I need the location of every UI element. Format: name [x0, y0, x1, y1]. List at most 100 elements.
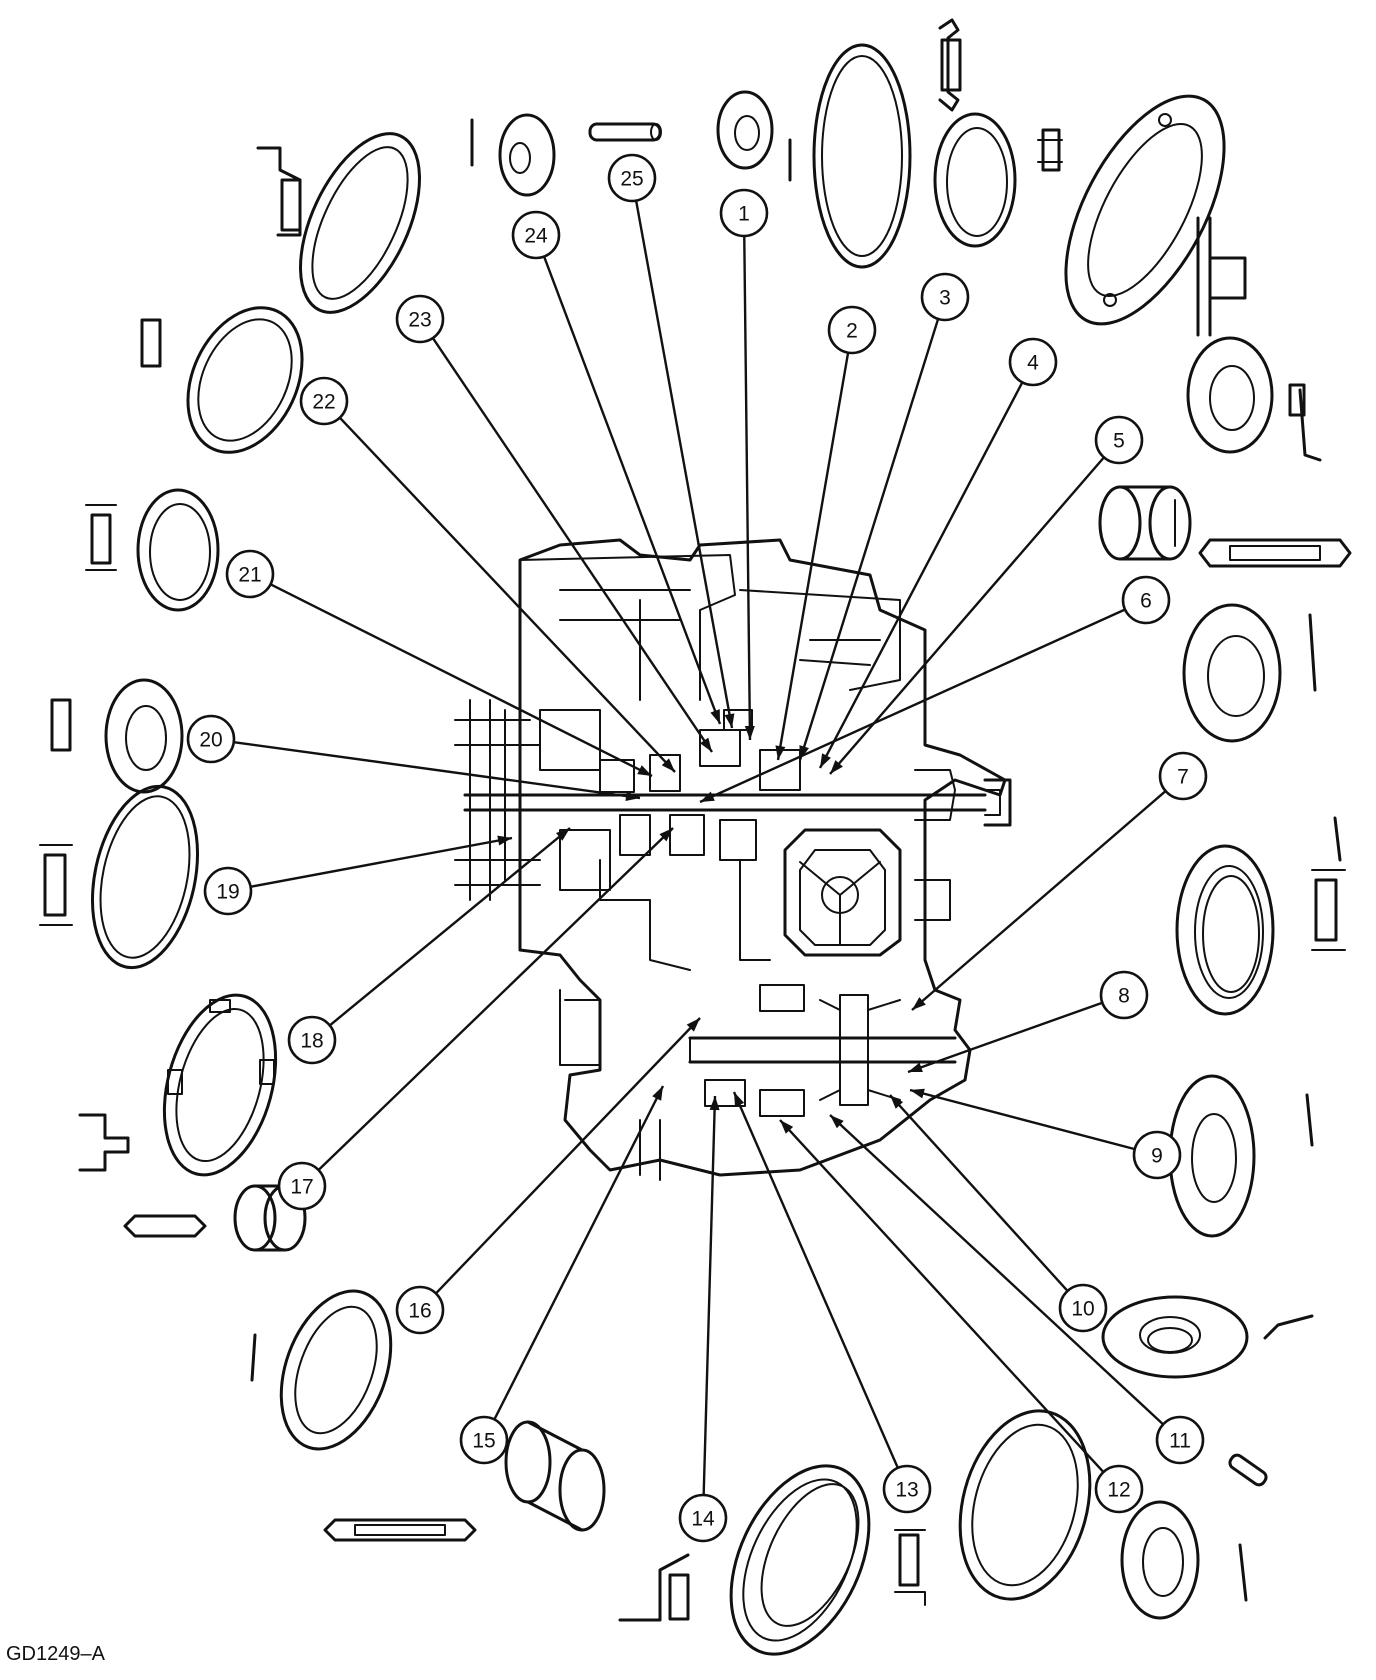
leader-line-1	[743, 235, 752, 741]
callout-number-2: 2	[846, 320, 858, 343]
callout-number-8: 8	[1118, 985, 1130, 1008]
callout-circle-17	[277, 1161, 327, 1211]
leader-arrow-19	[497, 835, 512, 846]
leader-arrow-23	[700, 737, 712, 752]
callout-23: 23	[395, 294, 445, 344]
callout-21: 21	[225, 549, 275, 599]
callout-24: 24	[511, 210, 561, 260]
callout-circle-10	[1058, 1283, 1108, 1333]
dished-washer-part	[1101, 1295, 1314, 1379]
slotted-ring-part	[78, 993, 278, 1177]
bracket-part	[1196, 216, 1247, 337]
callout-circle-14	[678, 1493, 728, 1543]
callout-18: 18	[287, 1015, 337, 1065]
leader-arrow-17	[659, 828, 673, 842]
bearing-race-part	[958, 1409, 1092, 1601]
callout-number-19: 19	[216, 881, 239, 904]
callout-circle-16	[395, 1285, 445, 1335]
callout-leaders	[233, 200, 1167, 1496]
callout-circle-18	[287, 1015, 337, 1065]
leader-line-7	[911, 790, 1167, 1011]
splined-washer-part	[1186, 336, 1322, 462]
callout-number-21: 21	[238, 564, 261, 587]
leader-arrow-22	[661, 758, 675, 772]
thrust-washer-part	[1182, 603, 1317, 743]
leader-line-10	[889, 1094, 1069, 1292]
thrust-washer-part	[470, 113, 556, 197]
callout-number-5: 5	[1113, 430, 1125, 453]
leader-line-19	[250, 836, 513, 888]
callout-circle-5	[1094, 415, 1144, 465]
callout-number-25: 25	[620, 168, 643, 191]
callout-circle-4	[1008, 337, 1058, 387]
leader-arrow-5	[830, 760, 843, 774]
callout-6: 6	[1121, 575, 1171, 625]
callout-19: 19	[203, 866, 253, 916]
callout-25: 25	[607, 153, 657, 203]
leader-line-4	[818, 381, 1024, 769]
bearing-clip-part	[1037, 128, 1063, 172]
callout-15: 15	[459, 1415, 509, 1465]
callout-number-20: 20	[199, 729, 222, 752]
callout-circle-21	[225, 549, 275, 599]
bearing-clip-part	[1311, 816, 1346, 951]
bearing-cup-part	[729, 1464, 871, 1656]
callout-number-14: 14	[691, 1508, 715, 1531]
callout-11: 11	[1155, 1415, 1205, 1465]
leader-line-22	[338, 416, 676, 773]
callout-circle-6	[1121, 575, 1171, 625]
callout-number-24: 24	[524, 225, 548, 248]
leader-line-9	[909, 1088, 1136, 1151]
callout-2: 2	[827, 305, 877, 355]
leader-line-16	[435, 1017, 701, 1295]
callout-3: 3	[920, 272, 970, 322]
figure-id-label: GD1249–A	[6, 1643, 105, 1665]
callout-number-7: 7	[1177, 766, 1189, 789]
callout-circle-19	[203, 866, 253, 916]
callout-number-16: 16	[408, 1300, 431, 1323]
callout-22: 22	[299, 376, 349, 426]
callout-number-22: 22	[312, 391, 335, 414]
callout-number-18: 18	[300, 1030, 323, 1053]
bearing-clip-part	[894, 1529, 926, 1606]
callout-circle-2	[827, 305, 877, 355]
callouts: 1234567891011121314151617181920212223242…	[186, 153, 1208, 1543]
callout-17: 17	[277, 1161, 327, 1211]
leader-line-12	[779, 1119, 1105, 1473]
callout-circle-22	[299, 376, 349, 426]
leader-line-6	[699, 608, 1126, 804]
callout-20: 20	[186, 714, 236, 764]
callout-circle-24	[511, 210, 561, 260]
pin-part	[588, 122, 662, 142]
leader-line-8	[907, 1001, 1103, 1074]
thrust-washer-part	[85, 488, 220, 612]
callout-circle-12	[1094, 1464, 1144, 1514]
callout-number-17: 17	[290, 1176, 313, 1199]
leader-arrow-7	[912, 997, 926, 1010]
bearing-race-part	[1175, 844, 1275, 1016]
callout-circle-1	[719, 188, 769, 238]
oil-pump-plate-part	[1064, 94, 1226, 326]
leader-arrow-21	[637, 765, 652, 776]
leader-arrow-10	[890, 1095, 904, 1109]
callout-number-9: 9	[1151, 1145, 1163, 1168]
callout-number-12: 12	[1107, 1479, 1130, 1502]
callout-12: 12	[1094, 1464, 1144, 1514]
leader-line-3	[798, 318, 940, 761]
roller-bearing-part	[123, 1184, 307, 1252]
leader-arrow-16	[686, 1018, 700, 1032]
callout-7: 7	[1158, 751, 1208, 801]
callout-number-3: 3	[939, 287, 951, 310]
callout-circle-13	[882, 1464, 932, 1514]
leader-line-15	[493, 1085, 665, 1421]
callout-circle-3	[920, 272, 970, 322]
washer-part	[716, 90, 792, 182]
thrust-washer-part	[50, 678, 184, 794]
roller-bearing-part	[1098, 485, 1192, 561]
leader-line-5	[829, 456, 1105, 775]
callout-circle-23	[395, 294, 445, 344]
leader-arrow-13	[734, 1092, 745, 1107]
leader-arrow-4	[820, 753, 831, 768]
callout-circle-9	[1132, 1130, 1182, 1180]
